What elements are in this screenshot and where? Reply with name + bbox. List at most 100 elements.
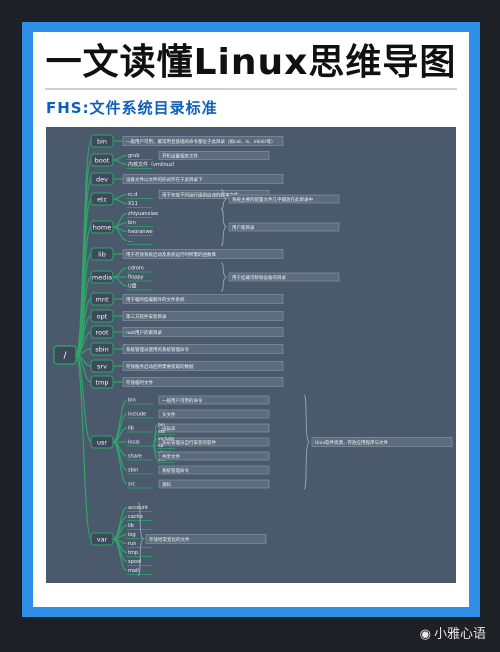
branch-var-label: var [97, 536, 108, 544]
branch-usr-child-0-note-text: 一般用户可用的命令 [162, 397, 203, 404]
branch-usr-child-3-sub-1-label: etc [158, 429, 166, 435]
branch-usr-child-2-note-box [158, 423, 270, 433]
watermark-text: 小雅心语 [433, 627, 486, 642]
branch-usr-child-3-sub-0-label: bin [158, 422, 165, 428]
branch-media-child-2-link [112, 276, 128, 287]
branch-mnt-label: mnt [96, 296, 109, 304]
branch-lib-label: lib [98, 251, 106, 259]
branch-usr-child-2-note-text: 函数库 [162, 425, 176, 432]
branch-usr-child-6-note-box [158, 479, 270, 489]
branch-bin-label: bin [97, 138, 107, 146]
branch-var-child-6-label: spool [128, 559, 141, 565]
branch-var-child-7-label: mail [128, 568, 139, 574]
branch-etc-label: etc [97, 196, 108, 204]
branch-boot-child-1-label: 内核文件（vmlinuz） [128, 161, 178, 168]
title-divider [45, 88, 457, 90]
branch-lib-note-text: 用于存放系统启动及系统运行时所需的函数库 [126, 251, 216, 258]
branch-boot-child-0-note-box [158, 151, 270, 160]
branch-dev-note-box [122, 174, 284, 184]
branch-etc-child-0-note-box [158, 190, 270, 199]
branch-usr-child-3-sub-2-label: include [158, 436, 175, 442]
branch-usr-child-2-label: lib [128, 426, 134, 432]
branch-media-group-note-text: 用于挂载可移除设备的目录 [232, 274, 286, 281]
mindmap-canvas: / bin 一般用户可用，最常用且基础的命令都位于此目录（如cat、ls、mkdir… [46, 127, 456, 583]
branch-boot-label: boot [95, 157, 110, 165]
branch-media-child-1-label: floppy [128, 275, 144, 281]
branch-srv-note-text: 存放服务启动后所需要提取的数据 [126, 363, 194, 370]
branch-sbin-note-text: 系统管理员使用的系统管理命令 [126, 346, 189, 353]
branch-home-child-1-label: bin [128, 220, 136, 226]
branch-usr-group-note-text: Unix软件资源，存放应用程序与文件 [315, 439, 389, 446]
mindmap-svg: / bin 一般用户可用，最常用且基础的命令都位于此目录（如cat、ls、mkdir… [53, 134, 453, 576]
branch-srv-label: srv [97, 363, 107, 371]
branch-mnt-note-box [122, 294, 284, 304]
branch-boot-child-0-link [112, 154, 128, 161]
branch-var-group-note-box [145, 534, 267, 544]
branch-srv-note-box [122, 361, 284, 371]
branch-var-brace [137, 502, 144, 576]
branch-usr-child-1-note-text: 头文件 [162, 411, 176, 418]
branch-opt-note-box [122, 311, 284, 321]
branch-etc-child-0-note-text: 用于存放不同运行级别启动的脚本文件 [162, 192, 239, 199]
branch-home-child-0-label: zhiyuanxiao [128, 211, 158, 217]
branch-etc-link [75, 198, 92, 356]
branch-root-label: root [95, 329, 108, 337]
branch-usr-child-1-note-box [158, 409, 270, 419]
branch-media-label: media [92, 274, 112, 282]
branch-home-child-3-link [112, 226, 128, 242]
branch-usr-child-6-note-text: 源码 [162, 481, 171, 488]
branch-var-child-4-label: run [128, 541, 136, 547]
branch-bin-note-text: 一般用户可用，最常用且基础的命令都位于此目录（如cat、ls、mkdir等） [126, 138, 276, 145]
branch-var-group-note-text: 存放经常变化的文件 [149, 536, 190, 543]
branch-usr-child-3-note-box [158, 437, 270, 447]
branch-home-child-2-label: haoranwe [128, 229, 153, 235]
branch-home-group-note-box [228, 222, 340, 232]
branch-usr-label: usr [97, 439, 108, 447]
branch-home-child-3-label: ... [128, 238, 133, 244]
branch-usr-child-3-sub-3-label: lib [158, 443, 164, 449]
watermark: ◉小雅心语 [420, 623, 486, 642]
branch-boot-child-0-note-text: 开机设置相关文件 [162, 153, 198, 160]
branch-sbin-label: sbin [95, 346, 108, 354]
branch-var-link [75, 354, 92, 540]
branch-boot-child-1-link [112, 159, 128, 166]
branch-var-child-6-link [112, 538, 128, 563]
branch-dev-note-text: 设备文件以文件的形式存在于此目录下 [126, 176, 203, 183]
branch-usr-brace [303, 394, 310, 490]
branch-var-child-0-label: account [128, 505, 148, 511]
branch-root-note-box [122, 327, 284, 337]
branch-usr-child-6-link [112, 441, 128, 485]
branch-usr-child-3-label: local [128, 440, 140, 446]
branch-mnt-note-text: 用于临时挂载额外的文件系统 [126, 296, 185, 303]
branch-opt-note-text: 第三方软件安装目录 [126, 313, 167, 320]
branch-etc-group-note-text: 系统主要的配置文件几乎都放在此目录中 [232, 196, 313, 203]
branch-etc-child-1-label: X11 [128, 201, 138, 207]
branch-etc-child-0-label: rc.d [128, 192, 137, 198]
branch-var-child-2-label: lib [128, 523, 134, 529]
branch-usr-child-0-note-box [158, 395, 270, 405]
branch-opt-label: opt [97, 313, 108, 321]
branch-lib-note-box [122, 249, 284, 259]
branch-etc-brace [220, 189, 227, 209]
branch-usr-child-4-label: share [128, 454, 142, 460]
branch-var-child-1-label: cache [128, 514, 143, 520]
branch-usr-child-5-label: sbin [128, 468, 138, 474]
branch-home-group-note-text: 用户家目录 [232, 224, 255, 231]
branch-sbin-note-box [122, 344, 284, 354]
page-title: 一文读懂Linux思维导图 [45, 42, 457, 83]
branch-usr-child-3-note-text: 系统管理员自行安装的软件 [162, 439, 216, 446]
branch-usr-child-6-label: src [128, 482, 136, 488]
branch-usr-child-4-note-text: 共享文件 [162, 453, 180, 460]
branch-home-brace [220, 208, 227, 246]
branch-tmp-note-text: 存放临时文件 [126, 379, 153, 386]
branch-var-child-7-link [112, 538, 128, 572]
branch-usr-child-0-label: bin [128, 398, 136, 404]
root-node-label: / [63, 351, 67, 361]
branch-home-label: home [93, 224, 111, 232]
branch-var-child-1-link [112, 515, 128, 540]
branch-boot-child-0-label: grub [128, 153, 140, 159]
branch-media-group-note-box [228, 272, 340, 282]
branch-tmp-note-box [122, 377, 284, 387]
branch-usr-child-3-sub-5-link [152, 445, 158, 461]
branch-dev-label: dev [96, 176, 108, 184]
